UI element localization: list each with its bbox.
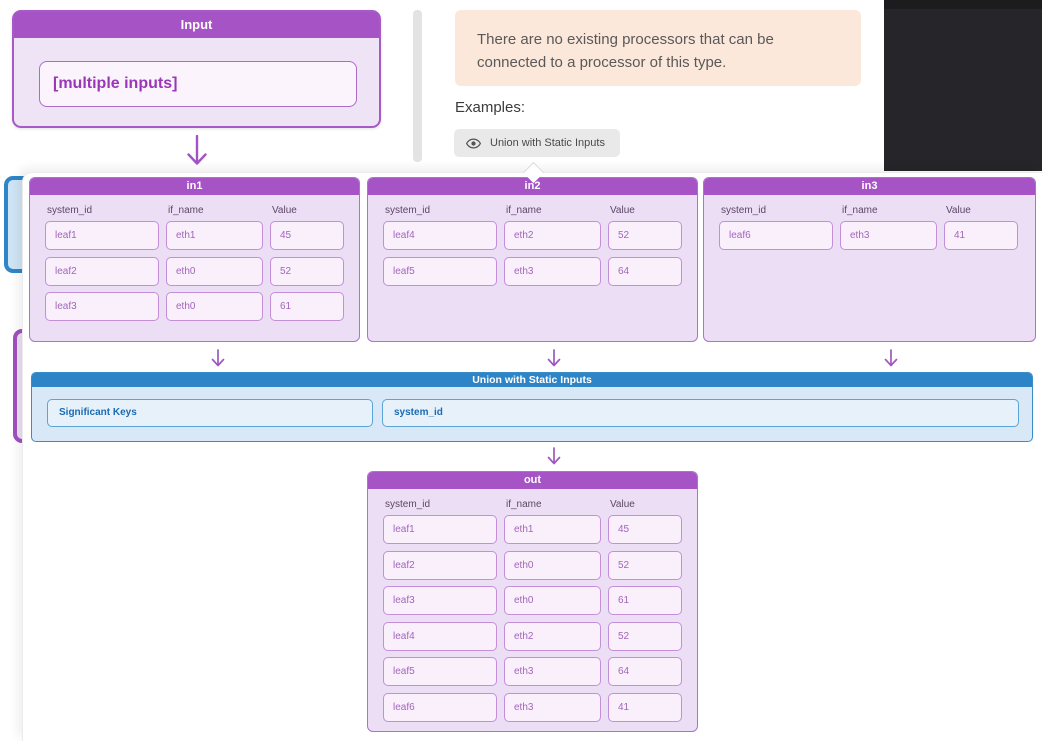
- dark-overlay-topband: [884, 0, 1042, 9]
- example-union-button[interactable]: Union with Static Inputs: [454, 129, 620, 157]
- table-row: leaf3 eth0 61: [383, 586, 682, 615]
- no-connectable-processors-alert: There are no existing processors that ca…: [455, 10, 861, 86]
- table-cell: eth1: [504, 515, 601, 544]
- table-cell: eth2: [504, 221, 601, 250]
- table-cell: 52: [608, 621, 682, 651]
- table-cell: eth3: [504, 256, 601, 286]
- example-button-label: Union with Static Inputs: [490, 137, 605, 149]
- table-in1: in1 system_id if_name Value leaf1 eth1 4…: [29, 177, 360, 342]
- table-cell: eth2: [504, 621, 601, 651]
- table-cell: leaf1: [383, 515, 497, 544]
- processor-union-node: Union with Static Inputs Significant Key…: [31, 372, 1033, 442]
- table-cell: 45: [608, 515, 682, 544]
- column-label: system_id: [721, 205, 767, 216]
- table-cell: leaf3: [383, 586, 497, 615]
- processor-title: Union with Static Inputs: [32, 373, 1032, 387]
- table-in2: in2 system_id if_name Value leaf4 eth2 5…: [367, 177, 698, 342]
- flow-arrow-down-icon: [187, 135, 207, 165]
- column-label: if_name: [506, 499, 542, 510]
- table-out-title: out: [368, 472, 697, 489]
- table-in3-columns: system_id if_name Value: [719, 205, 1018, 216]
- table-cell: leaf2: [45, 256, 159, 286]
- table-cell: 41: [608, 692, 682, 722]
- input-node-field: [multiple inputs]: [39, 61, 357, 107]
- processor-body: Significant Keys system_id: [32, 387, 1032, 427]
- flow-arrow-down-icon: [884, 349, 898, 367]
- table-cell: eth3: [840, 221, 937, 250]
- table-cell: 61: [270, 292, 344, 321]
- table-row: leaf5 eth3 64: [383, 256, 682, 286]
- flow-arrow-down-icon: [211, 349, 225, 367]
- column-label: system_id: [47, 205, 93, 216]
- dark-overlay-box: [884, 0, 1042, 171]
- input-node: Input [multiple inputs]: [12, 10, 381, 128]
- table-row: leaf2 eth0 52: [383, 550, 682, 580]
- table-row: leaf5 eth3 64: [383, 657, 682, 686]
- table-in2-title: in2: [368, 178, 697, 195]
- table-cell: leaf4: [383, 221, 497, 250]
- column-label: system_id: [385, 499, 431, 510]
- column-label: Value: [272, 205, 297, 216]
- table-cell: 52: [608, 221, 682, 250]
- table-cell: 45: [270, 221, 344, 250]
- table-cell: 52: [270, 256, 344, 286]
- table-cell: leaf6: [383, 692, 497, 722]
- flow-arrow-down-icon: [547, 349, 561, 367]
- table-cell: 52: [608, 550, 682, 580]
- table-row: leaf6 eth3 41: [383, 692, 682, 722]
- table-cell: leaf6: [719, 221, 833, 250]
- column-label: if_name: [168, 205, 204, 216]
- table-in1-columns: system_id if_name Value: [45, 205, 342, 216]
- table-cell: 41: [944, 221, 1018, 250]
- scrollbar-thumb[interactable]: [413, 10, 422, 162]
- table-cell: eth0: [166, 292, 263, 321]
- table-in3-title: in3: [704, 178, 1035, 195]
- table-cell: leaf2: [383, 550, 497, 580]
- table-cell: leaf5: [383, 256, 497, 286]
- eye-icon: [466, 137, 481, 149]
- table-cell: leaf4: [383, 621, 497, 651]
- table-row: leaf4 eth2 52: [383, 221, 682, 250]
- table-cell: eth1: [166, 221, 263, 250]
- table-row: leaf2 eth0 52: [45, 256, 344, 286]
- table-cell: eth3: [504, 692, 601, 722]
- column-label: Value: [610, 499, 635, 510]
- table-cell: leaf5: [383, 657, 497, 686]
- significant-keys-value: system_id: [382, 399, 1019, 427]
- table-row: leaf4 eth2 52: [383, 621, 682, 651]
- table-row: leaf6 eth3 41: [719, 221, 1018, 250]
- table-out: out system_id if_name Value leaf1 eth1 4…: [367, 471, 698, 732]
- table-in2-columns: system_id if_name Value: [383, 205, 680, 216]
- example-diagram-popover: in1 system_id if_name Value leaf1 eth1 4…: [22, 161, 1042, 741]
- table-out-columns: system_id if_name Value: [383, 499, 680, 510]
- column-label: Value: [946, 205, 971, 216]
- table-cell: leaf3: [45, 292, 159, 321]
- table-cell: eth0: [504, 550, 601, 580]
- table-row: leaf1 eth1 45: [45, 221, 344, 250]
- examples-label: Examples:: [455, 99, 526, 116]
- flow-arrow-down-icon: [547, 447, 561, 465]
- alert-text: There are no existing processors that ca…: [477, 31, 774, 71]
- table-cell: eth0: [504, 586, 601, 615]
- column-label: if_name: [842, 205, 878, 216]
- table-row: leaf1 eth1 45: [383, 515, 682, 544]
- column-label: system_id: [385, 205, 431, 216]
- table-row: leaf3 eth0 61: [45, 292, 344, 321]
- table-cell: leaf1: [45, 221, 159, 250]
- column-label: Value: [610, 205, 635, 216]
- table-in1-title: in1: [30, 178, 359, 195]
- table-cell: eth3: [504, 657, 601, 686]
- table-cell: 64: [608, 657, 682, 686]
- table-in3: in3 system_id if_name Value leaf6 eth3 4…: [703, 177, 1036, 342]
- significant-keys-field: Significant Keys: [47, 399, 373, 427]
- table-cell: 64: [608, 256, 682, 286]
- input-node-title: Input: [14, 12, 379, 38]
- column-label: if_name: [506, 205, 542, 216]
- table-cell: eth0: [166, 256, 263, 286]
- table-cell: 61: [608, 586, 682, 615]
